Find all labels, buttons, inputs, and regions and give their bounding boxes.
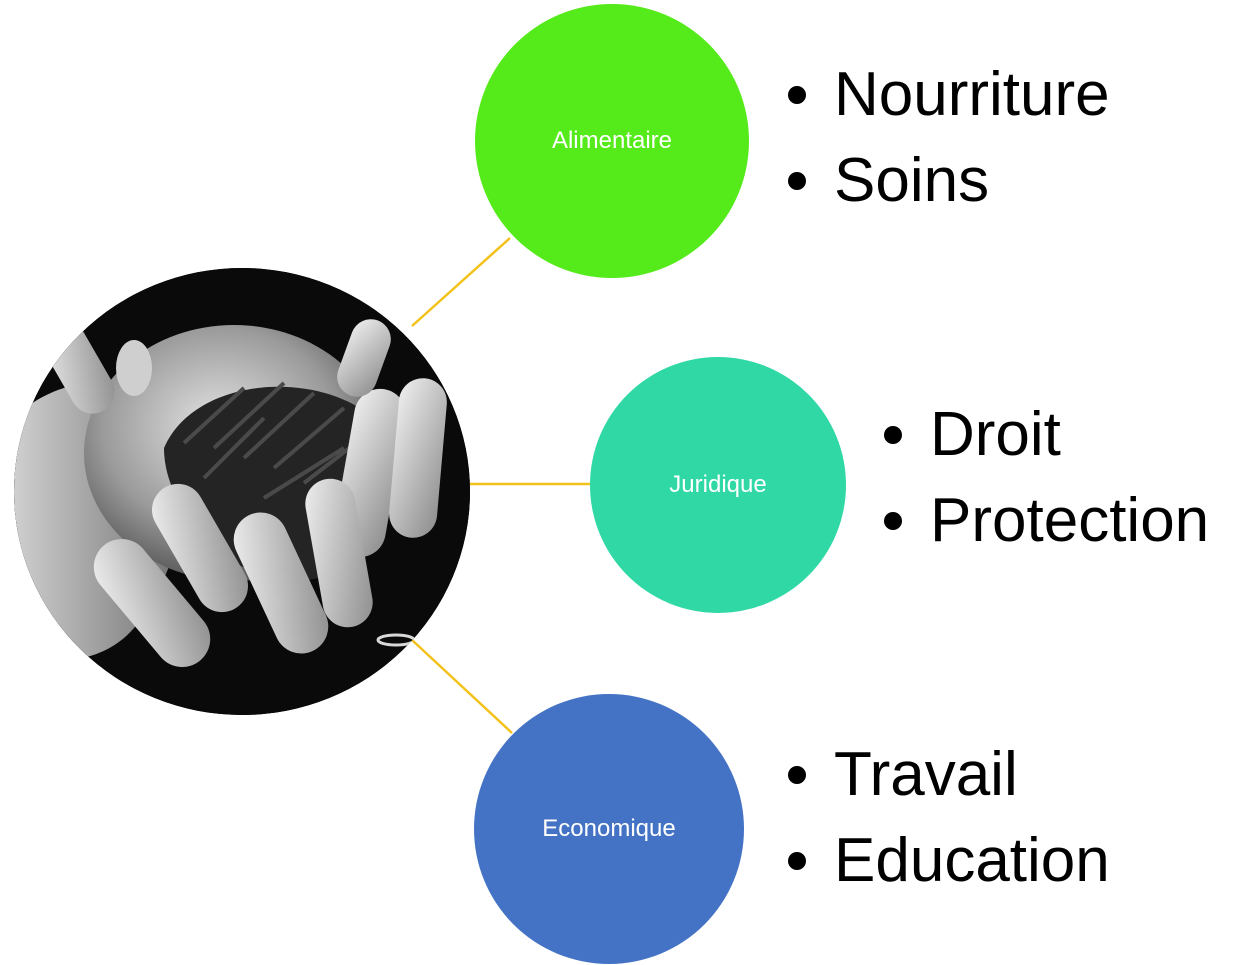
alimentaire-bullet-list: Nourriture Soins: [780, 52, 1110, 224]
bullet-item: Nourriture: [780, 52, 1110, 138]
node-economique-label: Economique: [542, 815, 676, 842]
node-juridique-label: Juridique: [669, 471, 767, 498]
baby-photo-circle: [14, 268, 470, 715]
economique-bullet-list: Travail Education: [780, 732, 1110, 904]
bullet-item: Education: [780, 818, 1110, 904]
connector-alimentaire: [411, 237, 511, 327]
bullet-item: Soins: [780, 138, 1110, 224]
bullet-item: Protection: [876, 478, 1209, 564]
node-juridique: Juridique: [590, 357, 846, 613]
baby-head-hands-image: [14, 268, 470, 715]
node-alimentaire: Alimentaire: [475, 4, 749, 278]
connector-economique: [411, 639, 513, 734]
juridique-bullet-list: Droit Protection: [876, 392, 1209, 564]
bullet-item: Travail: [780, 732, 1110, 818]
node-economique: Economique: [474, 694, 744, 964]
node-alimentaire-label: Alimentaire: [551, 127, 673, 154]
bullet-item: Droit: [876, 392, 1209, 478]
